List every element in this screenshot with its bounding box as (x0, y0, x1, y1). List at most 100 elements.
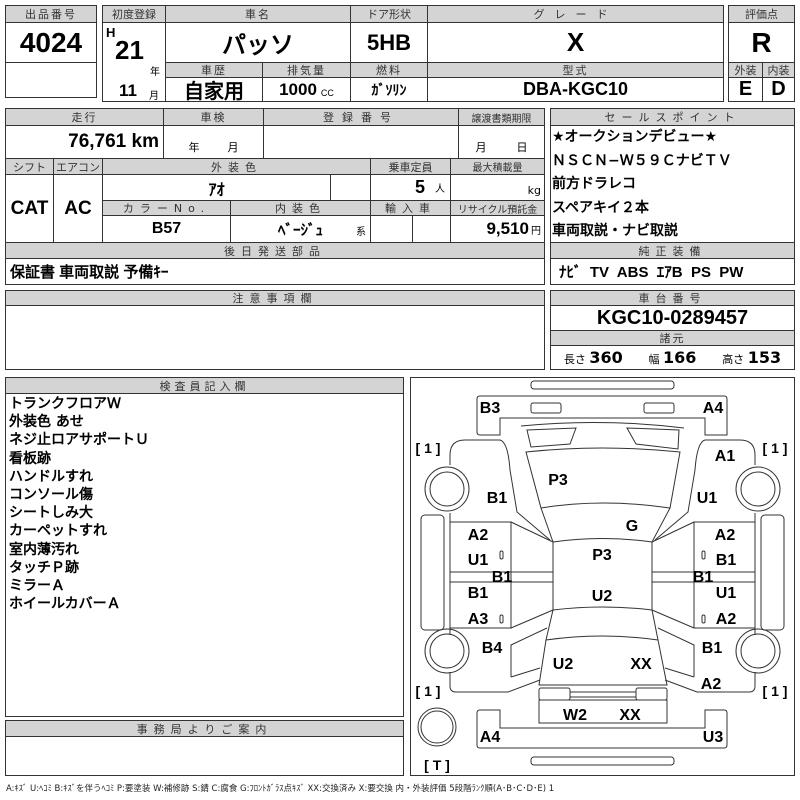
chassis-number: KGC10-0289457 (550, 305, 795, 331)
notes (5, 305, 545, 370)
damage-label: U3 (702, 729, 724, 746)
score: R (728, 22, 795, 63)
damage-label: A2 (700, 676, 722, 693)
inspector-item: カーペットすれ (9, 523, 107, 540)
sales-point: ★オークションデビュー★ (552, 129, 718, 145)
damage-label: A2 (715, 611, 737, 628)
height: 153 (747, 348, 782, 367)
spare-tire-label: [ T ] (424, 757, 450, 773)
inspector-item: 外装色 あせ (9, 414, 84, 431)
height-label: 高さ (722, 353, 745, 366)
damage-label: A2 (714, 527, 736, 544)
door-header: ドア形状 (350, 5, 428, 23)
tire-tread-label: [ 1 ] (762, 440, 788, 456)
sales-point: スペアキイ２本 (552, 199, 650, 216)
damage-label: XX (630, 656, 652, 673)
inspector-item: タッチＰ跡 (9, 559, 79, 576)
int-score: D (762, 77, 795, 102)
damage-label: A4 (702, 400, 724, 417)
damage-label: B1 (491, 569, 513, 586)
damage-label: U2 (552, 656, 574, 673)
length: 360 (589, 348, 623, 367)
reg-month: 11 (119, 81, 137, 100)
inspector-item: 看板跡 (9, 450, 51, 467)
inspector-item: ハンドルすれ (9, 468, 93, 485)
history: 自家用 (165, 77, 263, 102)
inspector-item: 室内薄汚れ (9, 541, 79, 558)
recycle-unit: 円 (531, 225, 541, 237)
displacement: 1000 (279, 79, 317, 99)
damage-label: B1 (701, 640, 723, 657)
reg-year: 21 (115, 35, 144, 65)
damage-label: A1 (714, 448, 736, 465)
specs-row: 長さ 360 幅 166 高さ 153 (550, 345, 795, 370)
model: DBA-KGC10 (427, 77, 724, 102)
transfer-month-unit: 月 (475, 141, 487, 154)
capacity: 5 (414, 177, 425, 197)
sales-point: 前方ドラレコ (552, 176, 636, 192)
displacement-unit: CC (320, 87, 334, 98)
displacement-header: 排気量 (262, 62, 351, 78)
legend: A:ｷｽﾞ U:ﾍｺﾐ B:ｷｽﾞを伴うﾍｺﾐ P:要塗装 W:補修跡 S:錆 … (6, 784, 555, 794)
shift-header: シフト (5, 158, 54, 175)
transfer-cell: 月日 (458, 125, 545, 159)
capacity-unit: 人 (435, 184, 445, 195)
damage-label: P3 (548, 472, 568, 489)
damage-label: B1 (692, 569, 714, 586)
damage-label: A2 (467, 527, 489, 544)
inspector-box (5, 393, 404, 717)
inspector-item: シートしみ大 (9, 505, 93, 522)
width: 166 (663, 348, 697, 367)
damage-label: U1 (715, 585, 737, 602)
fuel: ｶﾞｿﾘﾝ (350, 77, 428, 102)
inspector-item: ホイールカバーＡ (9, 596, 121, 613)
damage-label: XX (619, 707, 641, 724)
lot-empty (5, 62, 97, 98)
ext-color-header: 外装色 (102, 158, 371, 175)
mileage-cell: 76,761 km (5, 125, 164, 159)
mileage-unit: km (131, 131, 159, 152)
inspector-item: ネジ止ロアサポートＵ (9, 432, 149, 449)
equipment: ﾅﾋﾞ TV ABS ｴｱB PS PW (550, 258, 795, 285)
sales-point: ＮＳＣＮ−Ｗ５９ＣナビＴＶ (552, 152, 732, 169)
color-no-header: カラーNo. (102, 200, 231, 216)
sales-points-list: ★オークションデビュー★ ＮＳＣＮ−Ｗ５９ＣナビＴＶ 前方ドラレコ スペアキイ２… (552, 126, 732, 244)
damage-label: B1 (467, 585, 489, 602)
inspection-month-unit: 月 (227, 141, 239, 154)
damage-label: U2 (591, 588, 613, 605)
width-label: 幅 (648, 353, 660, 366)
inspector-item: コンソール傷 (9, 487, 93, 504)
ext-color-extra (330, 174, 371, 201)
damage-label: W2 (563, 707, 587, 724)
int-color: ﾍﾞｰｼﾞｭ (277, 221, 323, 239)
month-unit: 月 (149, 91, 159, 102)
transfer-day-unit: 日 (516, 141, 528, 154)
length-label: 長さ (563, 353, 586, 366)
int-color-header: 内装色 (230, 200, 371, 216)
shift: CAT (5, 174, 54, 243)
damage-label: B1 (715, 552, 737, 569)
inspection-year-unit: 年 (188, 141, 200, 154)
tire-tread-label: [ 1 ] (762, 683, 788, 699)
car-diagram-box (410, 377, 795, 776)
import-cell-1 (370, 215, 413, 243)
max-load-header: 最大積載量 (450, 158, 545, 175)
tire-tread-label: [ 1 ] (415, 440, 441, 456)
int-color-suffix: 系 (356, 227, 366, 238)
max-load-unit: kg (450, 174, 545, 201)
grade-header: グレード (427, 5, 724, 23)
inspector-list: トランクフロアＷ 外装色 あせ ネジ止ロアサポートＵ 看板跡 ハンドルすれ コン… (9, 395, 149, 613)
inspector-item: トランクフロアＷ (9, 396, 121, 412)
damage-label: B4 (481, 640, 503, 657)
parts: 保証書 車両取説 予備ｷｰ (5, 258, 545, 285)
damage-label: P3 (592, 547, 612, 564)
lot-number: 4024 (5, 22, 97, 63)
damage-label: B3 (479, 400, 501, 417)
damage-label: U1 (696, 490, 718, 507)
office-notes (5, 736, 404, 776)
damage-label: A3 (467, 611, 489, 628)
